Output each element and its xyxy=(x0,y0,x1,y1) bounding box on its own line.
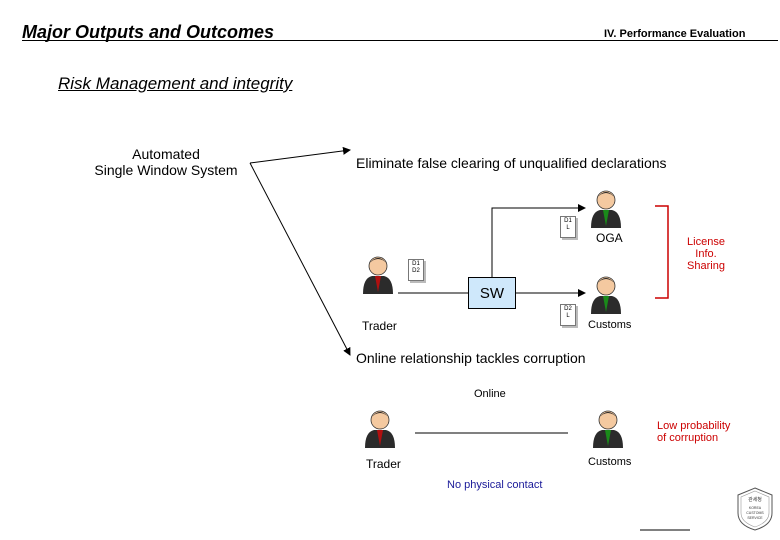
slide-subtitle: Risk Management and integrity xyxy=(58,74,293,93)
line-sw-oga xyxy=(491,204,586,277)
doc-oga-line2: L xyxy=(566,225,570,231)
sharing-bracket xyxy=(655,205,669,299)
single-window-box: SW xyxy=(468,277,516,309)
arrow-to-bottom-heading xyxy=(249,162,351,356)
seal-text-line1: 관세청 xyxy=(748,496,762,503)
trader-document-icon: D1 D2 xyxy=(408,259,424,281)
sharing-label: License Info. Sharing xyxy=(680,236,732,272)
trader-label: Trader xyxy=(362,319,397,333)
top-flow-heading: Eliminate false clearing of unqualified … xyxy=(356,155,667,171)
bottom-flow-heading: Online relationship tackles corruption xyxy=(356,350,586,366)
customs-person-icon xyxy=(591,276,621,314)
doc-customs-line2: L xyxy=(566,313,570,319)
section-label: IV. Performance Evaluation xyxy=(604,28,746,40)
trader-person-icon xyxy=(363,256,393,294)
oga-label: OGA xyxy=(596,231,623,245)
seal-text-line3: CUSTOMS xyxy=(746,511,764,515)
oga-document-icon: D1 L xyxy=(560,216,576,238)
online-customs-person-icon xyxy=(593,410,623,448)
header-divider xyxy=(22,40,778,41)
outcome-label-line2: of corruption xyxy=(657,432,719,444)
system-label-line1: Automated xyxy=(132,146,200,162)
outcome-label: Low probability of corruption xyxy=(657,420,730,444)
online-customs-label: Customs xyxy=(588,456,632,468)
online-trader-label: Trader xyxy=(366,457,401,471)
seal-text-line2: KOREA xyxy=(749,506,762,510)
customs-seal-logo: 관세청 KOREA CUSTOMS SERVICE xyxy=(735,487,775,531)
no-contact-label: No physical contact xyxy=(447,479,543,491)
system-label: Automated Single Window System xyxy=(78,146,254,178)
page-title: Major Outputs and Outcomes xyxy=(22,22,275,42)
outcome-label-line1: Low probability xyxy=(657,420,731,432)
oga-person-icon xyxy=(591,190,621,228)
sharing-label-line2: Info. xyxy=(695,248,717,260)
seal-graphic: 관세청 KOREA CUSTOMS SERVICE xyxy=(737,487,773,531)
sharing-label-line3: Sharing xyxy=(687,260,725,272)
online-trader-person-icon xyxy=(365,410,395,448)
doc-oga-line1: D1 xyxy=(564,218,572,224)
customs-document-icon: D2 L xyxy=(560,304,576,326)
sharing-label-line1: License xyxy=(687,236,725,248)
doc-trader-line2: D2 xyxy=(412,268,420,274)
customs-label: Customs xyxy=(588,319,632,331)
arrow-to-top-heading xyxy=(249,146,351,164)
doc-trader-line1: D1 xyxy=(412,261,420,267)
doc-customs-line1: D2 xyxy=(564,306,572,312)
online-label: Online xyxy=(474,388,506,400)
system-label-line2: Single Window System xyxy=(94,162,238,178)
seal-text-line4: SERVICE xyxy=(747,516,763,520)
